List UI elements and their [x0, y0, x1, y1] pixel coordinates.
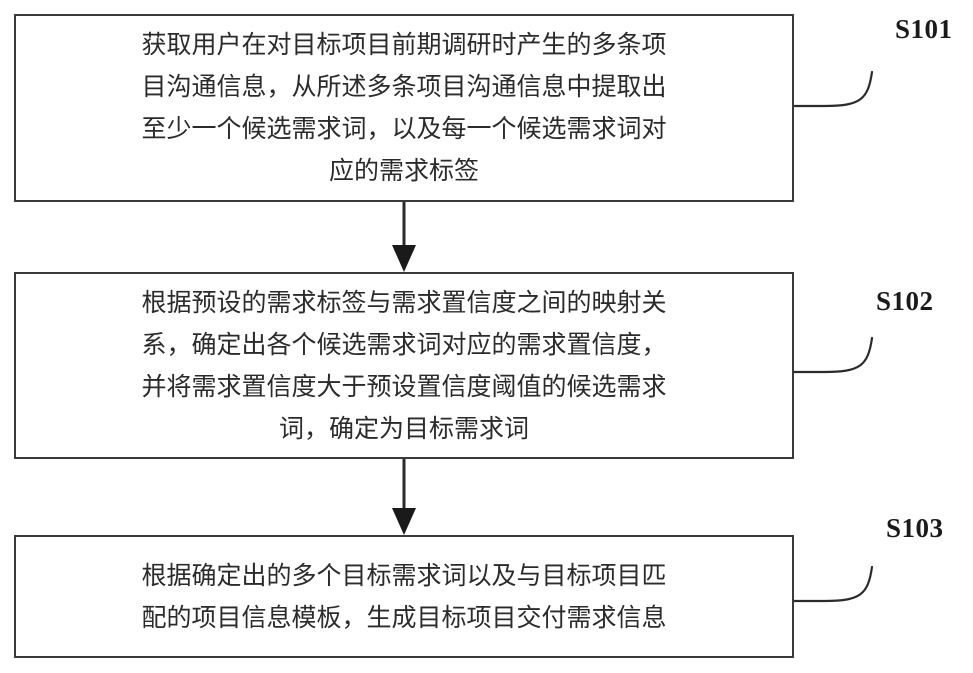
flow-step-text-s102: 根据预设的需求标签与需求置信度之间的映射关 系，确定出各个候选需求词对应的需求置…: [141, 287, 667, 443]
arrow-s101-to-s102: [392, 202, 416, 272]
flow-step-text-s101: 获取用户在对目标项目前期调研时产生的多条项 目沟通信息，从所述多条项目沟通信息中…: [141, 30, 667, 185]
step-label-s101: S101: [895, 14, 953, 44]
flow-step-box-s101: 获取用户在对目标项目前期调研时产生的多条项 目沟通信息，从所述多条项目沟通信息中…: [14, 14, 794, 202]
arrow-s102-to-s103: [392, 459, 416, 535]
leader-line-s103: [792, 565, 874, 603]
leader-line-s101: [792, 70, 874, 108]
flow-step-text-s103: 根据确定出的多个目标需求词以及与目标项目匹 配的项目信息模板，生成目标项目交付需…: [141, 560, 667, 632]
step-label-s102: S102: [876, 286, 934, 316]
step-label-s103: S103: [886, 513, 944, 543]
flow-step-box-s103: 根据确定出的多个目标需求词以及与目标项目匹 配的项目信息模板，生成目标项目交付需…: [14, 535, 794, 658]
flow-step-box-s102: 根据预设的需求标签与需求置信度之间的映射关 系，确定出各个候选需求词对应的需求置…: [14, 272, 794, 459]
leader-line-s102: [792, 336, 874, 374]
